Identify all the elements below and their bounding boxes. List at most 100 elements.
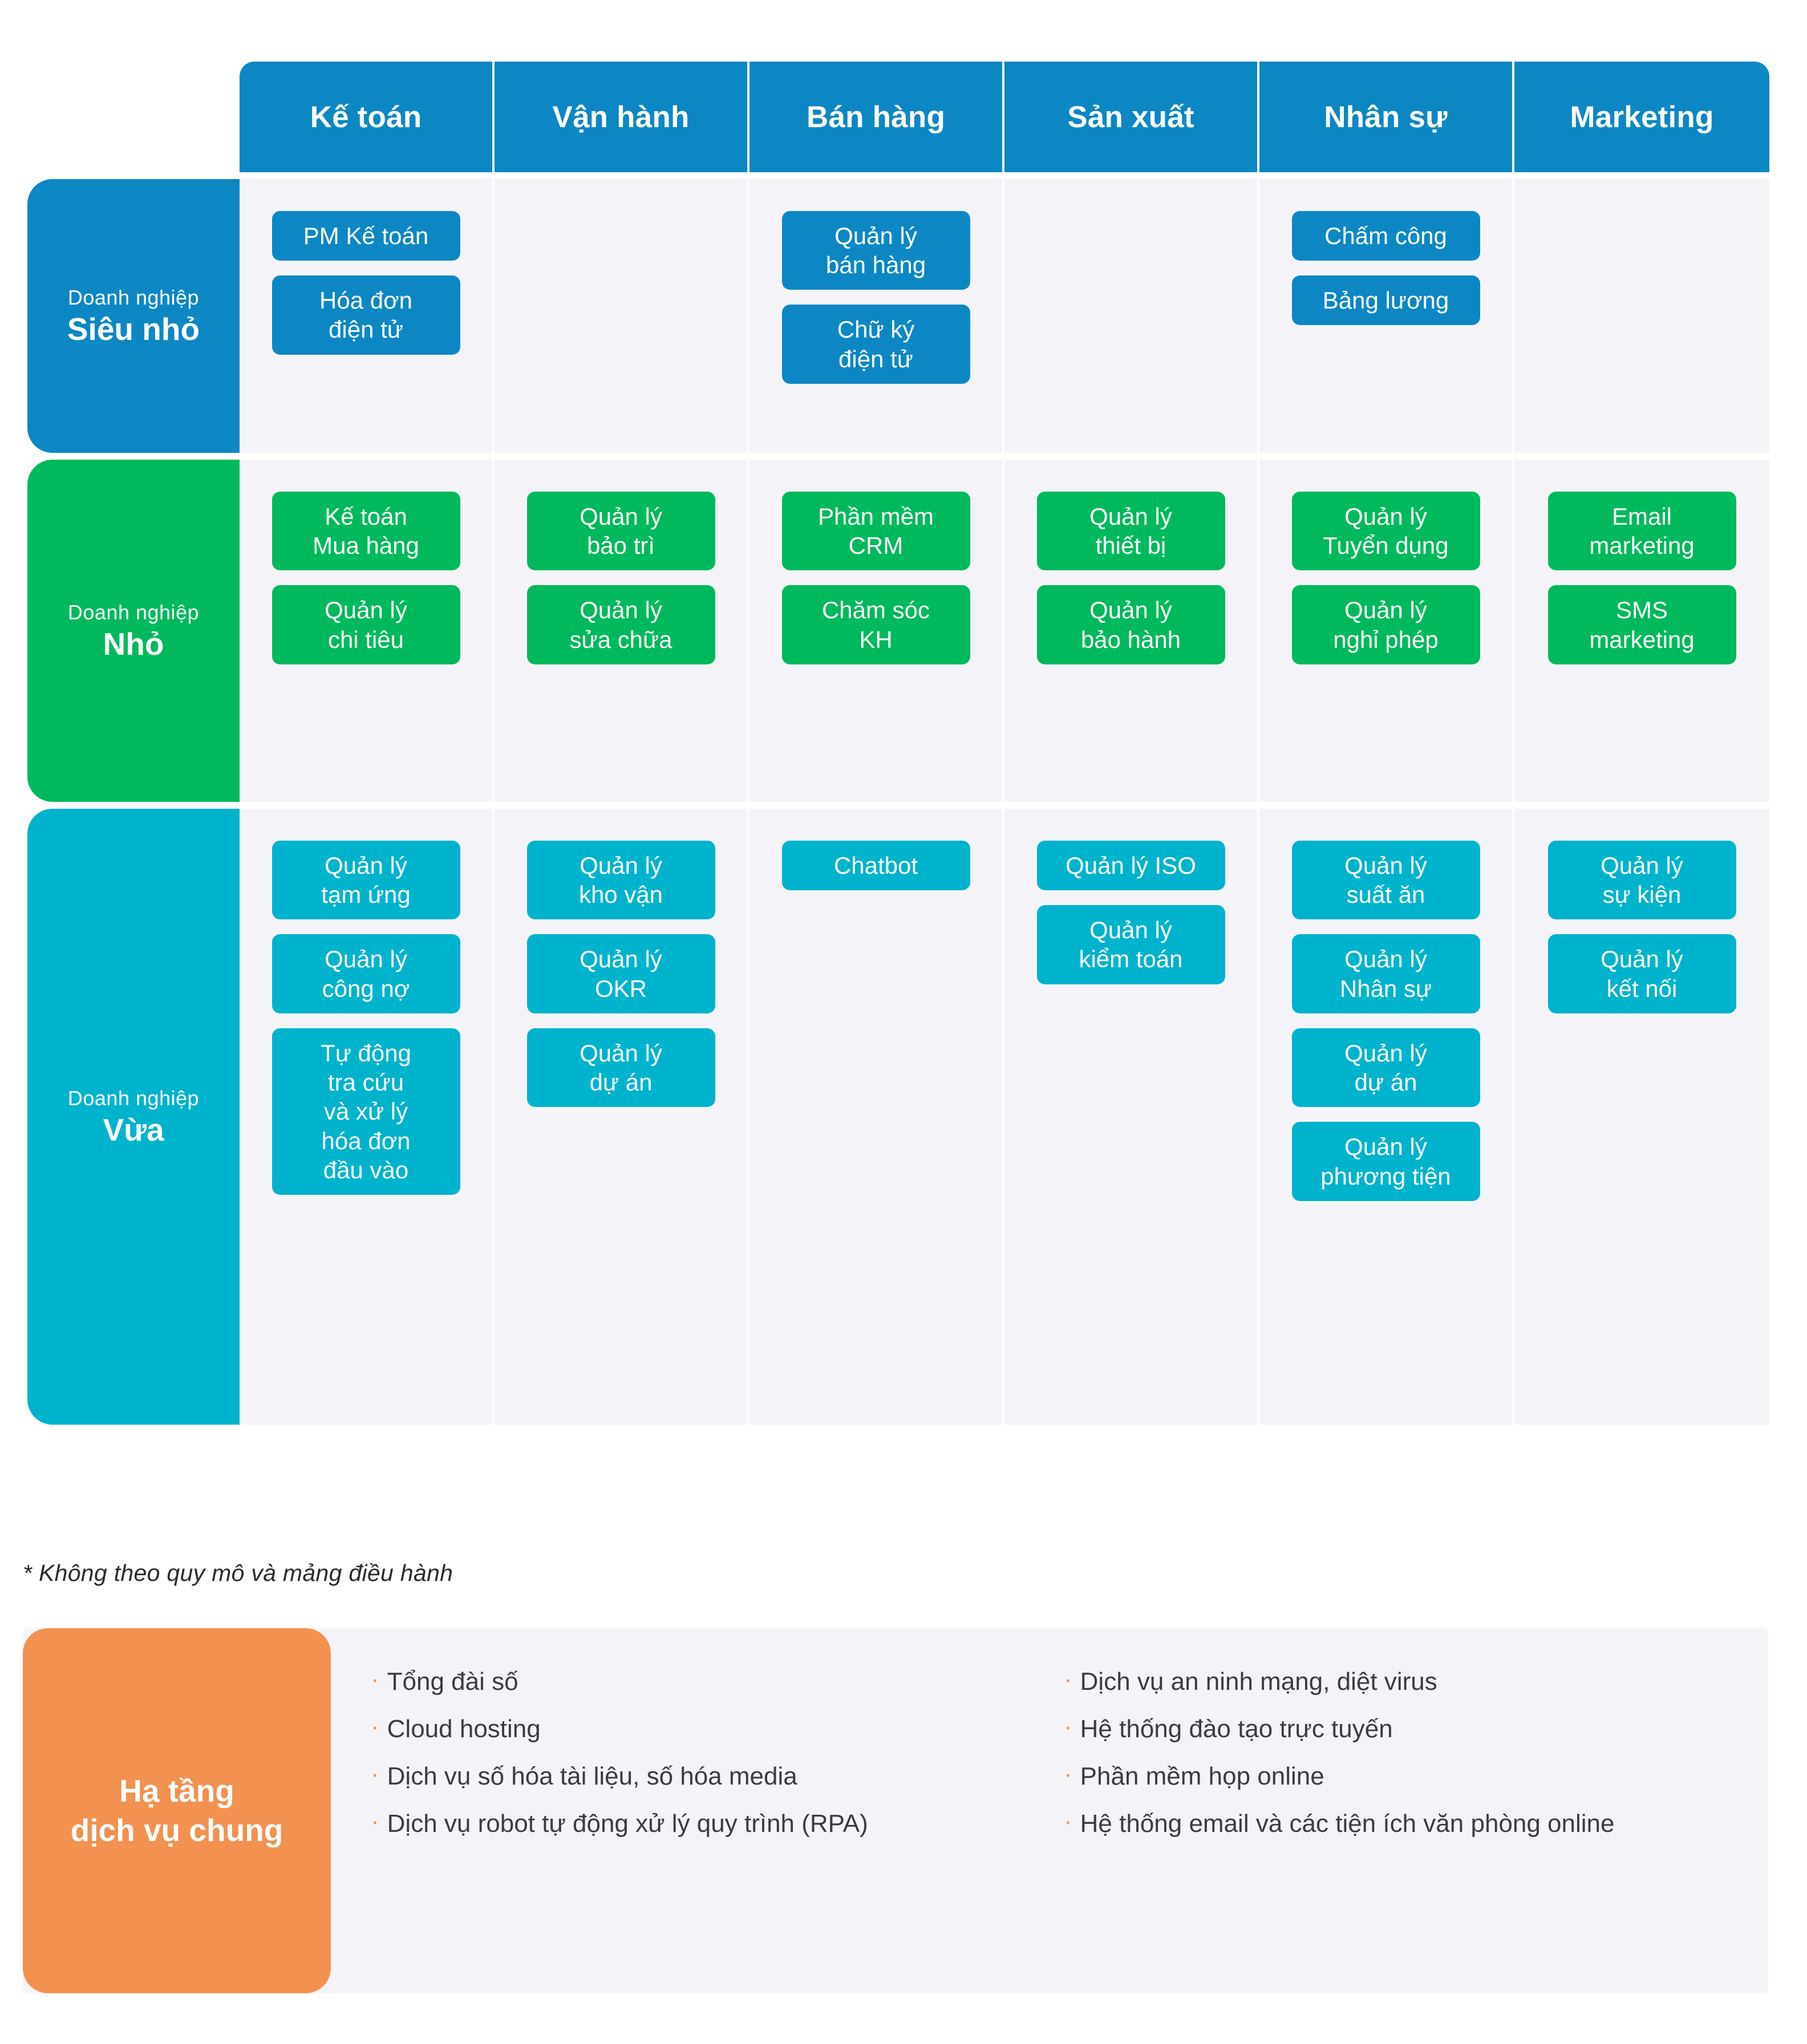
infrastructure-list-item-label: Cloud hosting	[387, 1715, 541, 1743]
infrastructure-list-item: ·Hệ thống email và các tiện ích văn phòn…	[1064, 1800, 1745, 1847]
infrastructure-list-item-label: Tổng đài số	[387, 1668, 518, 1696]
infrastructure-list-item: · Phần mềm họp online	[1064, 1753, 1745, 1800]
infrastructure-list-item-label: Phần mềm họp online	[1080, 1762, 1324, 1790]
infrastructure-list-item: ·Hệ thống đào tạo trực tuyến	[1064, 1705, 1745, 1753]
infrastructure-title-line2: dịch vụ chung	[70, 1812, 283, 1848]
bullet-dot-icon: ·	[371, 1807, 379, 1835]
column-header-5: Nhân sự	[1259, 62, 1514, 172]
row-label-name: Nhỏ	[103, 626, 164, 662]
bullet-dot-icon: ·	[1064, 1665, 1072, 1693]
matrix-cell-r1-c2	[495, 179, 749, 453]
matrix-cell-r3-c3: Chatbot	[749, 809, 1004, 1425]
column-header-4: Sản xuất	[1004, 62, 1259, 172]
column-header-1: Kế toán	[240, 62, 495, 172]
row-label-kicker: Doanh nghiệp	[67, 1086, 200, 1110]
infrastructure-list-item: · Dịch vụ robot tự động xử lý quy trình (…	[371, 1800, 1052, 1847]
column-header-6: Marketing	[1514, 62, 1769, 172]
matrix-cell-r1-c6	[1514, 179, 1769, 453]
infrastructure-list-2: ·Dịch vụ an ninh mạng, diệt virus·Hệ thố…	[1064, 1658, 1745, 1847]
bullet-dot-icon: ·	[371, 1713, 379, 1741]
capability-chip[interactable]: Quản lý ISO	[1036, 841, 1225, 891]
row-label-kicker: Doanh nghiệp	[67, 285, 200, 309]
infrastructure-list-item-label: Dịch vụ robot tự động xử lý quy trình (R…	[387, 1810, 868, 1838]
row-label-name: Siêu nhỏ	[67, 311, 200, 347]
footnote: * Không theo quy mô và mảng điều hành	[23, 1560, 453, 1586]
infrastructure-list-item-label: Dịch vụ an ninh mạng, diệt virus	[1080, 1668, 1437, 1696]
infrastructure-list-item-label: Hệ thống đào tạo trực tuyến	[1080, 1715, 1393, 1743]
capability-chip[interactable]: Chấm công	[1291, 211, 1480, 261]
infrastructure-title-line1: Hạ tầng	[119, 1773, 234, 1809]
infrastructure-list-item-label: Dịch vụ số hóa tài liệu, số hóa media	[387, 1762, 797, 1790]
infrastructure-list-item-label: Hệ thống email và các tiện ích văn phòng…	[1080, 1810, 1615, 1838]
capability-chip[interactable]: Bảng lương	[1291, 275, 1480, 326]
infrastructure-title: Hạ tầng dịch vụ chung	[23, 1628, 331, 1993]
capability-chip[interactable]: PM Kế toán	[272, 211, 460, 261]
infrastructure-list-item: · Dịch vụ số hóa tài liệu, số hóa media	[371, 1753, 1052, 1800]
bullet-dot-icon: ·	[371, 1665, 379, 1693]
infrastructure-service-lists: · Tổng đài số · Cloud hosting · Dịch vụ số hó…	[331, 1628, 1768, 1993]
infrastructure-list-item: · Dịch vụ an ninh mạng, diệt virus	[1064, 1658, 1745, 1705]
row-label-kicker: Doanh nghiệp	[67, 600, 200, 624]
shared-infrastructure-panel: Hạ tầng dịch vụ chung · Tổng đài số · Cloud…	[23, 1628, 1768, 1993]
capability-chip[interactable]: Chatbot	[781, 841, 970, 891]
bullet-dot-icon: ·	[371, 1760, 379, 1788]
matrix-cell-r1-c4	[1004, 179, 1259, 453]
infrastructure-list-item: · Tổng đài số	[371, 1658, 1052, 1705]
infrastructure-list-item: · Cloud hosting	[371, 1705, 1052, 1753]
bullet-dot-icon: ·	[1064, 1760, 1072, 1788]
